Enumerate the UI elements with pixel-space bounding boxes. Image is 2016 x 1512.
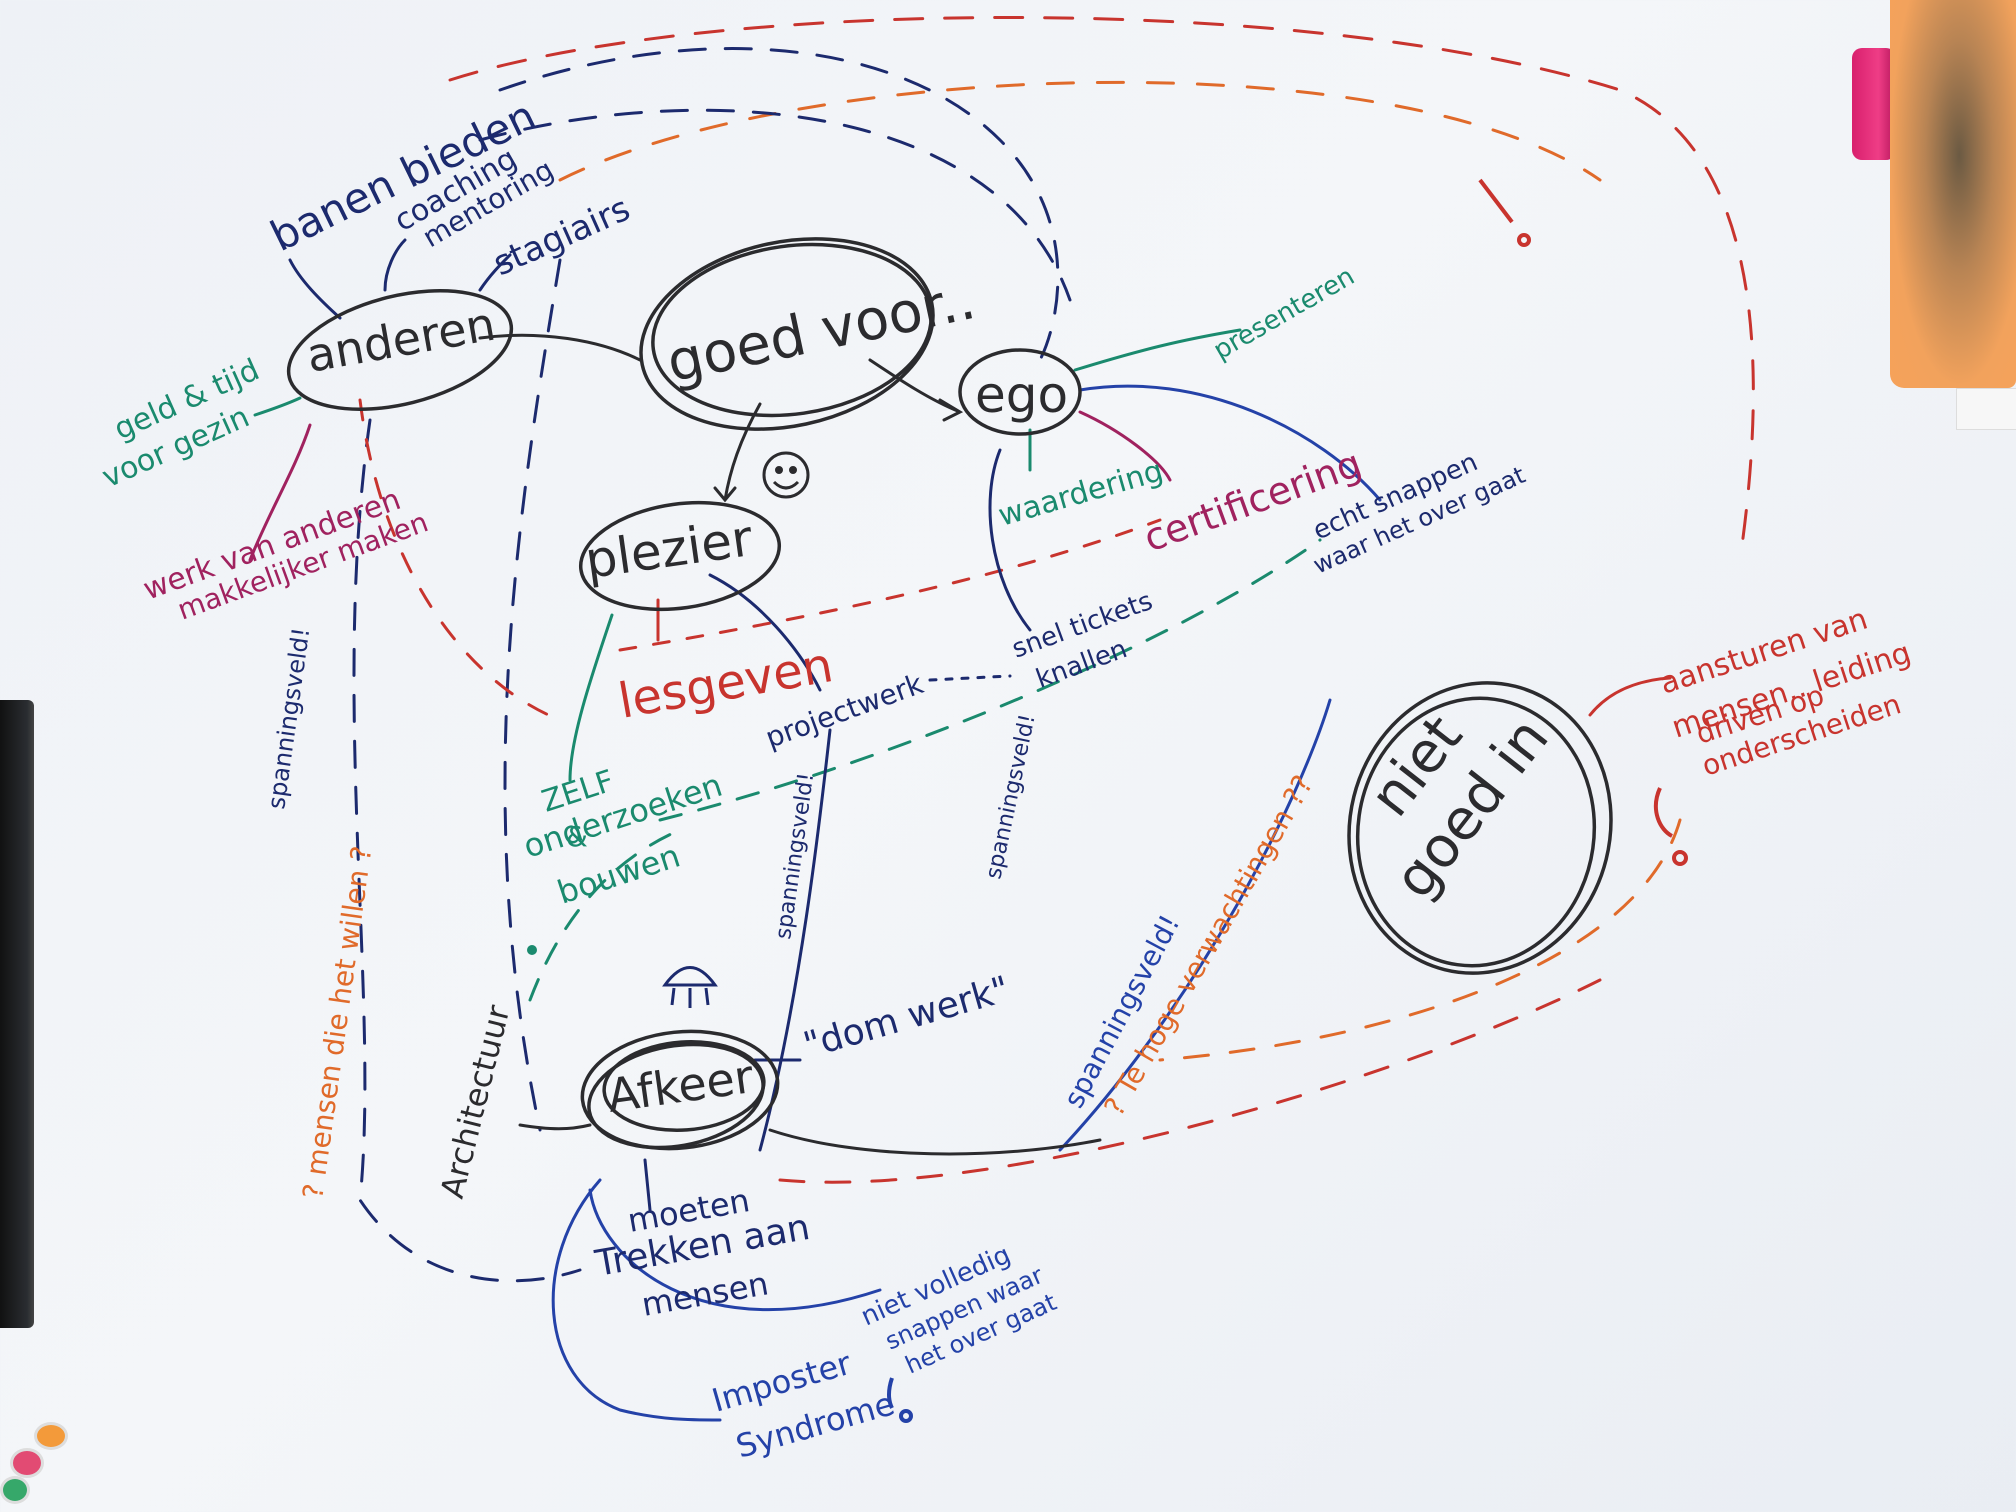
navy-dashed-mid-loop	[503, 258, 562, 1132]
teal-dashed-line-2	[528, 828, 682, 1002]
imposter-big-arc	[551, 1178, 722, 1422]
plezier-projectwerk-link	[708, 573, 822, 692]
pink-marker	[10, 1448, 44, 1478]
goedvoor-plezier-arrow	[713, 402, 762, 503]
markers	[0, 1408, 80, 1512]
afkeer-architectuur-link	[518, 1123, 592, 1131]
orange-dashed-right	[1158, 818, 1682, 1062]
orange-marker	[34, 1422, 68, 1450]
exclamation-red-right-icon	[1653, 787, 1688, 866]
label-architectuur: Architectuur	[433, 1001, 518, 1202]
monitor-edge	[0, 700, 34, 1328]
spanning-afkeer-link	[768, 1128, 1102, 1156]
node-anderen	[286, 289, 514, 411]
node-goed-voor-label: goed voor..	[661, 267, 980, 396]
label-ampersand: &	[566, 820, 588, 853]
green-marker	[0, 1476, 30, 1504]
magnet-clip	[1852, 48, 1896, 160]
label-spanningsveld-mid: spanningsveld!	[771, 771, 819, 941]
geld-anderen-link	[253, 396, 302, 417]
label-mensen-die-het-willen: ? mensen die het willen ?	[296, 844, 378, 1201]
label-dom-werk: "dom werk"	[799, 969, 1014, 1067]
blue-spanning-mid	[758, 728, 832, 1152]
aansturen-niet-link	[1588, 676, 1672, 717]
snel-tickets-link	[988, 448, 1032, 632]
node-plezier	[578, 500, 782, 612]
coaching-anderen-link	[383, 238, 407, 292]
label-spanningsveld-left: spanningsveld!	[262, 626, 315, 811]
smiley-icon	[762, 451, 810, 499]
red-dashed-from-anderen	[358, 398, 562, 722]
paper-label	[1956, 388, 2016, 430]
label-te-hoge-verwachtingen: ? Te hoge verwachtingen ??	[1097, 769, 1319, 1121]
exclamation-blue-bottom-icon	[887, 1377, 913, 1423]
red-dashed-outer-loop	[448, 16, 1755, 562]
node-afkeer	[580, 1029, 780, 1151]
navy-dashed-loop-1	[498, 47, 1060, 362]
afkeer-moeten-link	[643, 1158, 652, 1212]
jellyfish-icon	[662, 966, 718, 1008]
ego-echt-link	[1078, 384, 1382, 502]
stagiairs-anderen-link	[478, 253, 512, 292]
exclamation-red-top-icon	[1478, 178, 1531, 247]
goedvoor-ego-arrow	[868, 358, 964, 422]
orange-cloth	[1890, 0, 2016, 388]
ego-presenteren-link	[1073, 328, 1242, 372]
banen-anderen-link	[288, 258, 342, 320]
anderen-goedvoor-link	[478, 333, 642, 362]
red-dashed-lower-loop	[778, 978, 1602, 1184]
red-dashed-ego-link	[618, 518, 1162, 652]
node-plezier-label: plezier	[582, 509, 757, 590]
plezier-zelf-link	[568, 613, 614, 782]
blue-spanning-right	[1058, 698, 1332, 1152]
navy-dotted-projectwerk	[928, 674, 1012, 682]
navy-dashed-loop-2	[478, 108, 1072, 302]
niet-volledig-link	[588, 1188, 882, 1312]
label-presenteren: presenteren	[1209, 261, 1360, 366]
werk-anderen-link	[248, 423, 312, 562]
node-goed-voor	[639, 237, 935, 431]
teal-dashed-line	[658, 538, 1322, 822]
orange-dashed-arc	[558, 80, 1602, 182]
exclamation-teal-icon	[527, 945, 537, 955]
node-ego-label: ego	[975, 366, 1068, 424]
label-spanningsveld-tickets: spanningsveld!	[981, 712, 1040, 881]
node-niet-goed-in	[1347, 681, 1613, 975]
ego-certificering-link	[1078, 410, 1172, 482]
node-ego	[958, 348, 1082, 436]
navy-dashed-left-loop	[352, 418, 582, 1283]
